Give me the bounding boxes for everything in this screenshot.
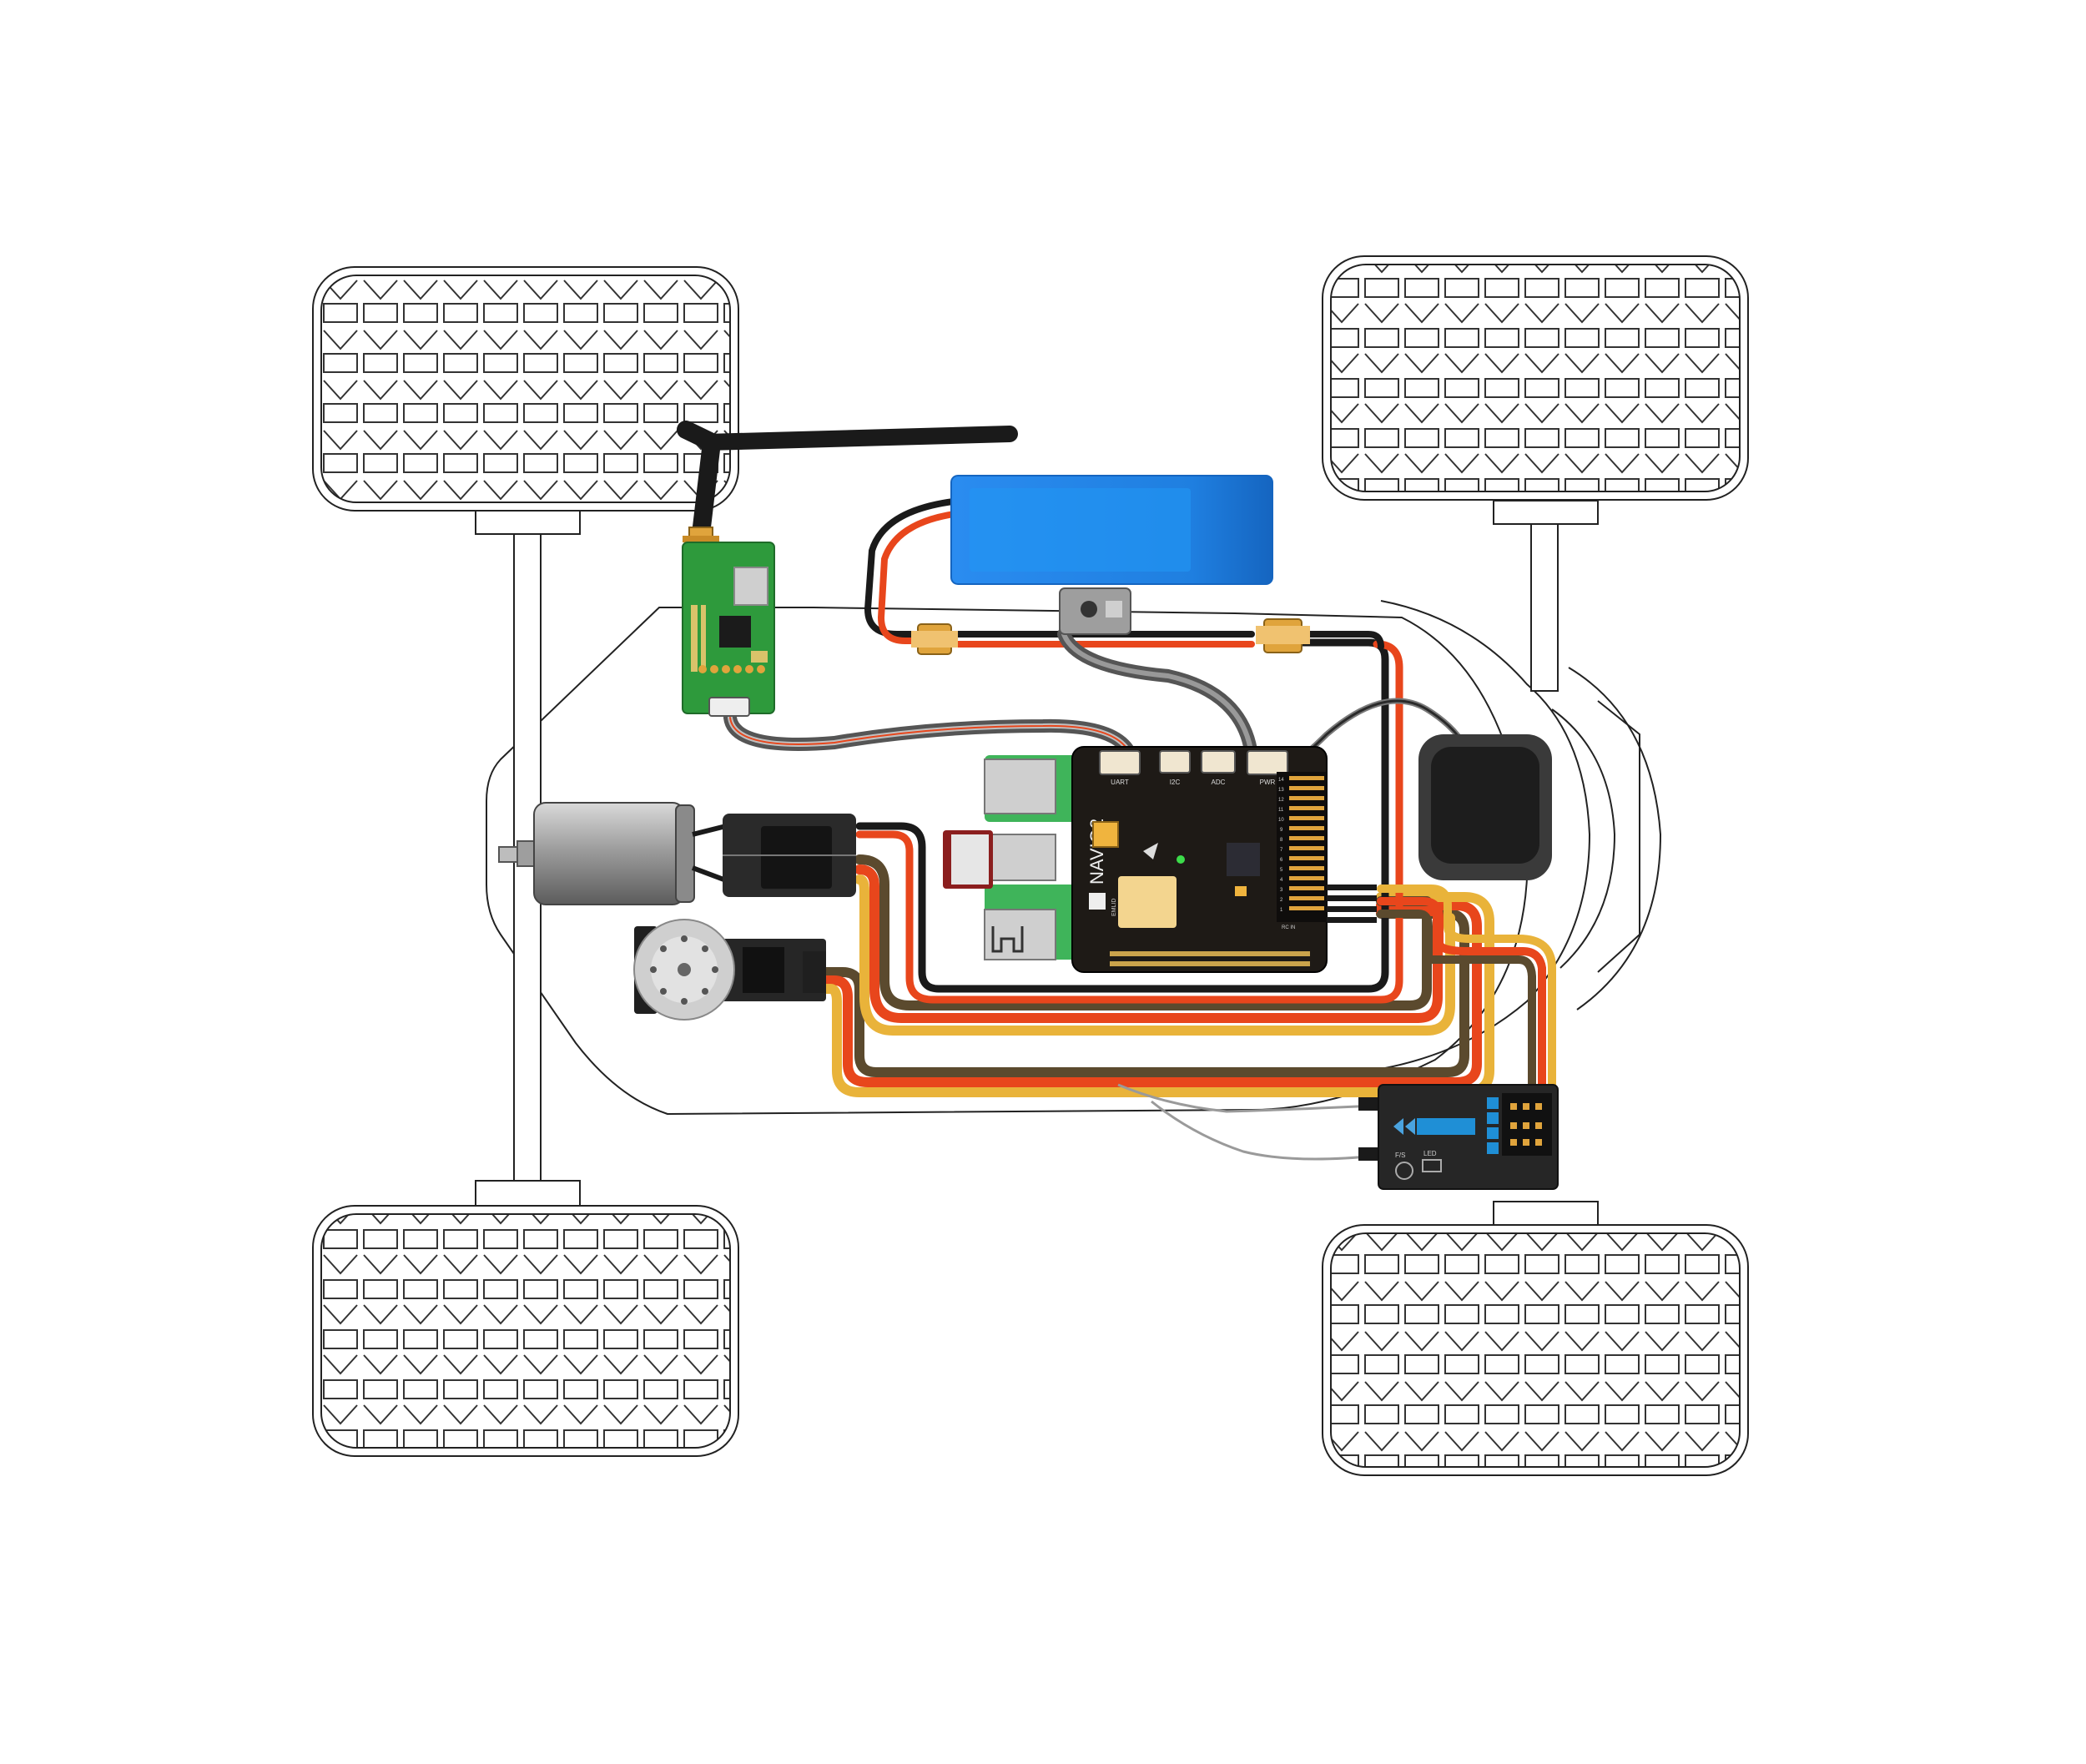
telemetry-connector [709, 698, 749, 716]
power-module [1060, 588, 1131, 634]
gps-antenna [1418, 734, 1552, 880]
port-label-adc: ADC [1212, 779, 1226, 786]
wheel-rear-left [313, 1206, 738, 1456]
motor-leads [693, 826, 726, 880]
port-label-uart: UART [1111, 779, 1129, 786]
rc-receiver: F/S LED [1358, 1085, 1558, 1189]
ethernet-port [985, 759, 1056, 814]
servo-num-13: 13 [1278, 788, 1284, 793]
telemetry-uart-cable [730, 718, 1131, 755]
servo-num-12: 12 [1278, 798, 1284, 803]
xt60-connector-right [1256, 619, 1310, 653]
servo-num-11: 11 [1278, 808, 1284, 813]
servo-num-14: 14 [1278, 778, 1284, 783]
steering-servo [634, 920, 826, 1020]
rc-in-label: RC IN [1282, 925, 1295, 930]
navio2-board: UART I2C ADC PWR NAVIO2 EMLID [1072, 747, 1377, 972]
xt60-connector-left [911, 624, 958, 654]
wheel-front-right [1323, 256, 1748, 500]
power-module-cable [1064, 634, 1252, 755]
usb-port-1 [985, 834, 1056, 880]
port-label-pwr: PWR [1260, 779, 1276, 786]
board-logo: EMLID [1111, 899, 1117, 916]
wheel-rear-right [1323, 1225, 1748, 1475]
port-label-i2c: I2C [1170, 779, 1181, 786]
wheel-front-left [313, 267, 738, 511]
led-label: LED [1423, 1150, 1437, 1157]
raspberry-pi [943, 755, 1081, 960]
servo-num-10: 10 [1278, 818, 1284, 823]
fs-label: F/S [1395, 1152, 1405, 1159]
esc [723, 814, 856, 897]
lipo-battery [951, 476, 1272, 584]
